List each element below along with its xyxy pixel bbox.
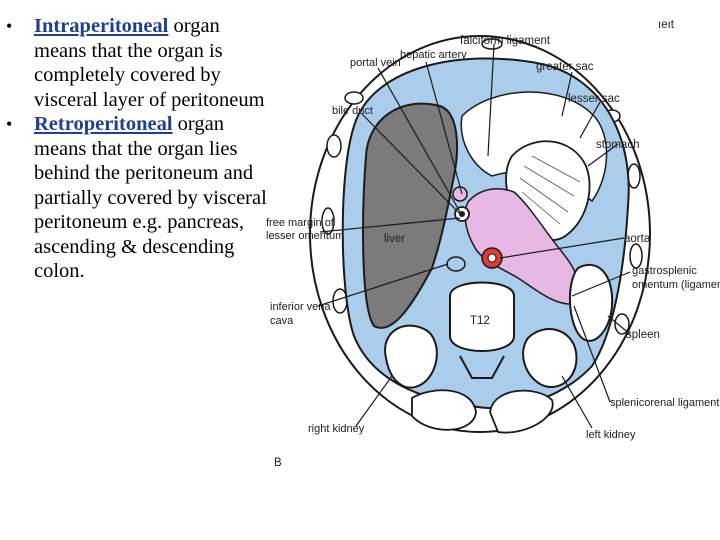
bullet-list: • Intraperitoneal organ means that the o…	[6, 14, 268, 284]
back-muscle-left	[489, 389, 554, 434]
definition-intraperitoneal: organ means that the organ is completely…	[34, 15, 265, 111]
label-splenicorenal: splenicorenal ligament	[610, 397, 719, 409]
spleen-shape	[568, 263, 614, 342]
bullet-symbol: •	[6, 16, 13, 36]
label-ivc-line2: cava	[270, 315, 294, 327]
corner-text: ıeıt	[658, 19, 675, 31]
label-lesser-sac: lesser sac	[568, 93, 620, 105]
aorta-lumen	[487, 253, 497, 263]
label-falciform: falciform ligament	[460, 35, 551, 47]
right-kidney-shape	[384, 324, 438, 389]
label-stomach: stomach	[596, 139, 639, 151]
label-aorta: aorta	[624, 233, 651, 245]
bullet-intraperitoneal: • Intraperitoneal organ means that the o…	[6, 14, 268, 112]
vertebra-arch	[459, 355, 505, 379]
term-retroperitoneal: Retroperitoneal	[34, 113, 173, 135]
abdominal-cross-section-diagram: falciform ligament hepatic artery portal…	[266, 19, 720, 469]
label-right-kidney: right kidney	[308, 423, 365, 435]
definition-retroperitoneal: organ means that the organ lies behind t…	[34, 113, 267, 282]
label-free-margin-line2: lesser omentum	[266, 230, 344, 242]
bullet-symbol: •	[6, 114, 13, 134]
leader-lines	[317, 43, 631, 429]
ivc-vessel	[446, 256, 466, 272]
stomach-rugae	[519, 155, 581, 225]
left-kidney-shape	[522, 328, 578, 388]
label-left-kidney: left kidney	[586, 429, 636, 441]
label-greater-sac: greater sac	[536, 61, 594, 73]
vertebra-body	[449, 281, 515, 352]
back-muscle-right	[411, 389, 477, 431]
label-gastrosplenic-line1: gastrosplenic	[632, 265, 697, 277]
label-hepatic-artery: hepatic artery	[400, 49, 467, 61]
label-ivc-line1: inferior vena	[270, 301, 331, 313]
term-intraperitoneal: Intraperitoneal	[34, 15, 169, 37]
label-spleen: spleen	[626, 329, 660, 341]
label-liver: liver	[384, 233, 405, 245]
bullet-retroperitoneal: • Retroperitoneal organ means that the o…	[6, 112, 268, 284]
label-gastrosplenic-line2: omentum (ligament)	[632, 279, 720, 291]
figure-letter: B	[274, 457, 282, 469]
label-t12: T12	[470, 315, 490, 327]
label-free-margin-line1: free margin of	[266, 217, 335, 229]
label-bile-duct: bile duct	[332, 105, 373, 117]
bile-duct-vessel	[459, 211, 465, 217]
label-portal-vein: portal vein	[350, 57, 401, 69]
hepatic-artery-vessel	[452, 186, 468, 202]
